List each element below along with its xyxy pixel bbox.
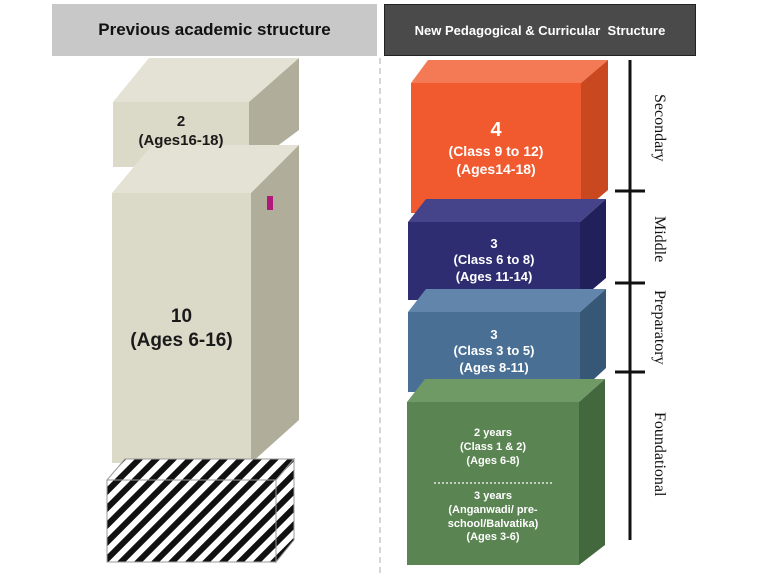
stage-axis [615, 60, 645, 540]
secondary-years: 4 [490, 119, 502, 141]
middle-ages: (Ages 11-14) [455, 268, 533, 284]
middle-classes: (Class 6 to 8) [453, 252, 535, 268]
middle-label: 3 (Class 6 to 8) (Ages 11-14) [408, 236, 580, 285]
old-senior-ages: (Ages16-18) [138, 131, 224, 149]
middle-years: 3 [490, 236, 498, 251]
foundational-top-years: 2 years [474, 427, 512, 439]
new-block-foundational [407, 379, 605, 565]
old-hatched-base [105, 457, 296, 564]
old-senior-years: 2 [176, 113, 186, 130]
preparatory-classes: (Class 3 to 5) [453, 343, 535, 359]
stage-secondary: Secondary [651, 94, 668, 162]
stage-middle: Middle [651, 216, 668, 263]
stage-foundational: Foundational [651, 412, 668, 497]
preparatory-ages: (Ages 8-11) [459, 359, 529, 375]
stage-preparatory: Preparatory [651, 290, 668, 365]
old-main-ages: (Ages 6-16) [130, 329, 233, 351]
new-block-secondary [411, 60, 608, 213]
foundational-bottom-line2: (Anganwadi/ pre- [448, 503, 538, 516]
preparatory-label: 3 (Class 3 to 5) (Ages 8-11) [408, 327, 580, 376]
foundational-top-label: 2 years (Class 1 & 2) (Ages 6-8) [407, 427, 579, 468]
foundational-bottom-line3: school/Balvatika) [447, 517, 539, 530]
foundational-bottom-label: 3 years (Anganwadi/ pre- school/Balvatik… [407, 490, 579, 545]
preparatory-years: 3 [490, 327, 498, 342]
foundational-bottom-years: 3 years [474, 490, 512, 502]
old-main-label: 10 (Ages 6-16) [112, 305, 251, 353]
previous-structure-header: Previous academic structure [52, 4, 377, 56]
old-senior-label: 2 (Ages16-18) [113, 113, 249, 151]
foundational-bottom-ages: (Ages 3-6) [466, 531, 520, 544]
old-main-years: 10 [170, 306, 193, 327]
secondary-classes: (Class 9 to 12) [448, 143, 544, 159]
column-divider [379, 58, 381, 573]
foundational-top-classes: (Class 1 & 2) [459, 440, 527, 453]
new-structure-header: New Pedagogical & Curricular Structure [384, 4, 696, 56]
new-block-middle [408, 199, 606, 300]
old-block-main [112, 145, 299, 463]
magenta-marker [267, 196, 273, 210]
new-block-preparatory [408, 289, 606, 392]
secondary-label: 4 (Class 9 to 12) (Ages14-18) [411, 118, 581, 178]
secondary-ages: (Ages14-18) [456, 160, 536, 177]
foundational-top-ages: (Ages 6-8) [466, 454, 520, 467]
